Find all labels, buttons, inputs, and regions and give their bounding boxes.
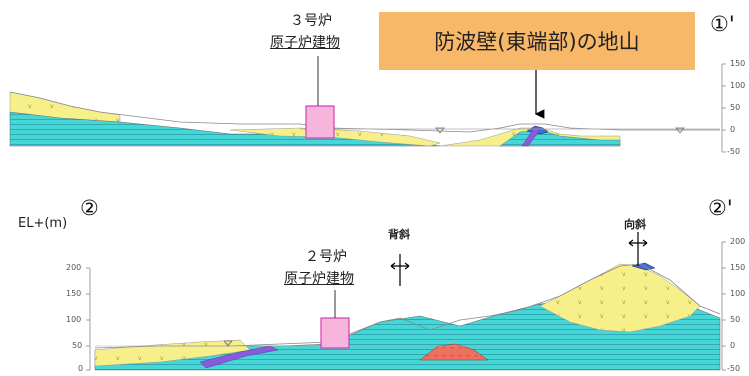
top-tick-150: 150 xyxy=(730,59,746,68)
bottom-water-mark xyxy=(223,340,233,347)
right-tick-50: 50 xyxy=(730,315,741,324)
seawall-callout: 防波壁(東端部)の地山 xyxy=(379,12,695,70)
right-tick-minus50: -50 xyxy=(727,364,741,373)
right-tick-0: 0 xyxy=(730,341,736,350)
right-tick-200: 200 xyxy=(730,237,746,246)
left-tick-100: 100 xyxy=(66,315,82,324)
left-tick-200: 200 xyxy=(66,263,82,272)
top-tick-0: 0 xyxy=(730,125,736,134)
bottom-start-mark: ② xyxy=(80,196,99,220)
right-tick-100: 100 xyxy=(730,289,746,298)
bottom-purple-dike xyxy=(199,345,279,369)
right-tick-150: 150 xyxy=(730,263,746,272)
top-end-mark: ①' xyxy=(710,12,735,36)
bottom-end-mark: ②' xyxy=(708,196,733,220)
top-tick-minus50: -50 xyxy=(727,147,741,156)
bottom-ground-surface xyxy=(94,263,721,349)
unit2-reactor-building xyxy=(320,317,350,349)
anticline-marker xyxy=(390,254,410,286)
unit2-label-line2: 原子炉建物 xyxy=(284,271,354,287)
syncline-marker xyxy=(628,232,648,266)
unit3-label-line1: ３号炉 xyxy=(290,13,332,29)
top-tick-50: 50 xyxy=(730,103,741,112)
top-cross-section xyxy=(9,56,726,153)
left-tick-50: 50 xyxy=(72,341,83,350)
bottom-cross-section xyxy=(86,232,726,371)
top-water-mark-1 xyxy=(435,127,445,134)
unit3-reactor-building xyxy=(305,105,335,139)
left-tick-150: 150 xyxy=(66,289,82,298)
anticline-label: 背斜 xyxy=(388,228,410,241)
axis-label: EL+(m) xyxy=(18,216,68,231)
top-water-mark-2 xyxy=(675,127,685,134)
unit3-label-line2: 原子炉建物 xyxy=(270,35,340,51)
left-tick-0: 0 xyxy=(78,364,84,373)
top-tick-100: 100 xyxy=(730,81,746,90)
unit2-label-line1: ２号炉 xyxy=(305,249,347,265)
bottom-right-scale xyxy=(721,241,726,371)
top-right-scale xyxy=(721,63,726,153)
bottom-left-scale xyxy=(86,267,91,371)
bottom-red-intrusion xyxy=(419,343,489,361)
syncline-label: 向斜 xyxy=(624,218,646,231)
